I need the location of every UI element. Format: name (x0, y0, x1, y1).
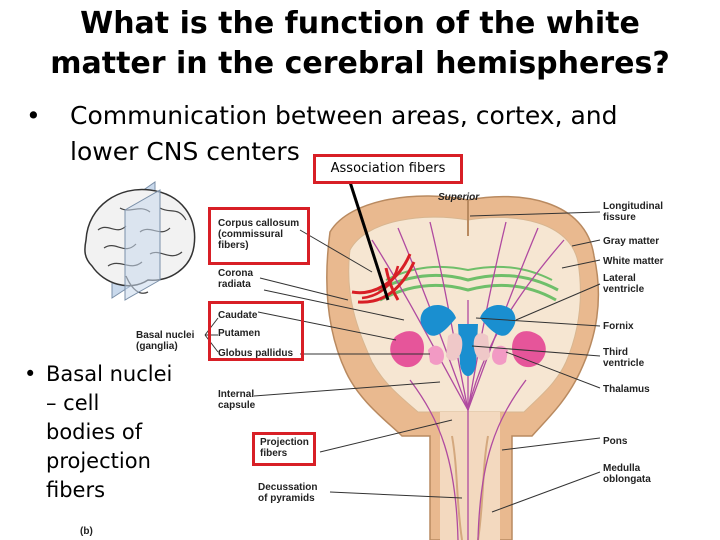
label-lateral-ventricle-line-2: ventricle (603, 284, 645, 295)
label-putamen: Putamen (218, 328, 261, 339)
label-fornix: Fornix (603, 321, 634, 332)
label-lateral-ventricle-line-1: Lateral (603, 273, 636, 284)
label-medulla-oblongata-line-1: Medulla (603, 463, 641, 474)
label-caudate: Caudate (218, 310, 258, 321)
label-panel-b: (b) (80, 526, 93, 537)
label-thalamus: Thalamus (603, 384, 650, 395)
label-projection-fibers-line-1: Projection (260, 437, 309, 448)
label-corpus-callosum-line-2: (commissural (218, 229, 284, 240)
label-basal-nuclei: Basal nuclei (ganglia) (136, 330, 194, 352)
label-corona-radiata: Corona radiata (218, 268, 253, 290)
title-line-1: What is the function of the white (80, 6, 640, 41)
bullet-basal-nuclei-line-1: Basal nuclei (46, 362, 173, 386)
label-corpus-callosum: Corpus callosum (commissural fibers) (218, 218, 299, 251)
label-longitudinal-fissure: Longitudinal fissure (603, 201, 663, 223)
label-corpus-callosum-line-1: Corpus callosum (218, 218, 300, 229)
basal-nuclei-highlight (208, 301, 304, 361)
label-decussation-line-1: Decussation (258, 482, 318, 493)
label-internal-capsule: Internal capsule (218, 389, 255, 411)
label-longitudinal-fissure-line-2: fissure (603, 212, 636, 223)
label-third-ventricle: Third ventricle (603, 347, 644, 369)
label-corona-radiata-line-2: radiata (218, 279, 251, 290)
bullet-communication: • Communication between areas, cortex, a… (26, 98, 704, 170)
label-superior: Superior (438, 192, 480, 203)
label-internal-capsule-line-2: capsule (218, 400, 256, 411)
bullet-basal-nuclei-line-2: – cell (46, 391, 100, 415)
bullet-basal-nuclei-line-3: bodies of (46, 420, 143, 444)
label-basal-nuclei-line-1: Basal nuclei (136, 330, 195, 341)
association-pointer (348, 181, 390, 301)
label-third-ventricle-line-2: ventricle (603, 358, 645, 369)
label-pons: Pons (603, 436, 628, 447)
coronal-section (326, 195, 600, 540)
bullet-communication-line-1: Communication between areas, cortex, and (70, 101, 618, 130)
bullet-basal-nuclei-line-4: projection (46, 449, 151, 473)
label-decussation-line-2: of pyramids (258, 493, 315, 504)
label-decussation: Decussation of pyramids (258, 482, 317, 504)
label-white-matter: White matter (603, 256, 664, 267)
association-fibers-label: Association fibers (313, 154, 463, 184)
label-third-ventricle-line-1: Third (603, 347, 628, 358)
label-gray-matter: Gray matter (603, 236, 660, 247)
label-basal-nuclei-line-2: (ganglia) (136, 341, 178, 352)
bullet-dot-icon: • (24, 362, 37, 386)
bullet-basal-nuclei: • Basal nuclei – cell bodies of projecti… (24, 360, 204, 505)
bullet-basal-nuclei-line-5: fibers (46, 478, 106, 502)
label-globus-pallidus: Globus pallidus (218, 348, 294, 359)
label-medulla-oblongata-line-2: oblongata (603, 474, 651, 485)
label-projection-fibers-line-2: fibers (260, 448, 288, 459)
title-line-2: matter in the cerebral hemispheres? (50, 46, 670, 81)
label-medulla-oblongata: Medulla oblongata (603, 463, 651, 485)
corpus-callosum-highlight (208, 207, 310, 265)
slide-title: What is the function of the white matter… (0, 4, 720, 84)
label-longitudinal-fissure-line-1: Longitudinal (603, 201, 663, 212)
label-internal-capsule-line-1: Internal (218, 389, 255, 400)
label-lateral-ventricle: Lateral ventricle (603, 273, 644, 295)
label-corona-radiata-line-1: Corona (218, 268, 253, 279)
projection-fibers-highlight (252, 432, 316, 466)
bullet-communication-line-2: lower CNS centers (70, 137, 300, 166)
association-fibers (351, 253, 416, 304)
label-projection-fibers: Projection fibers (260, 437, 309, 459)
leader-lines (204, 211, 601, 513)
bullet-dot-icon: • (26, 101, 41, 130)
label-corpus-callosum-line-3: fibers) (218, 240, 249, 251)
brain-thumbnail (84, 181, 196, 301)
